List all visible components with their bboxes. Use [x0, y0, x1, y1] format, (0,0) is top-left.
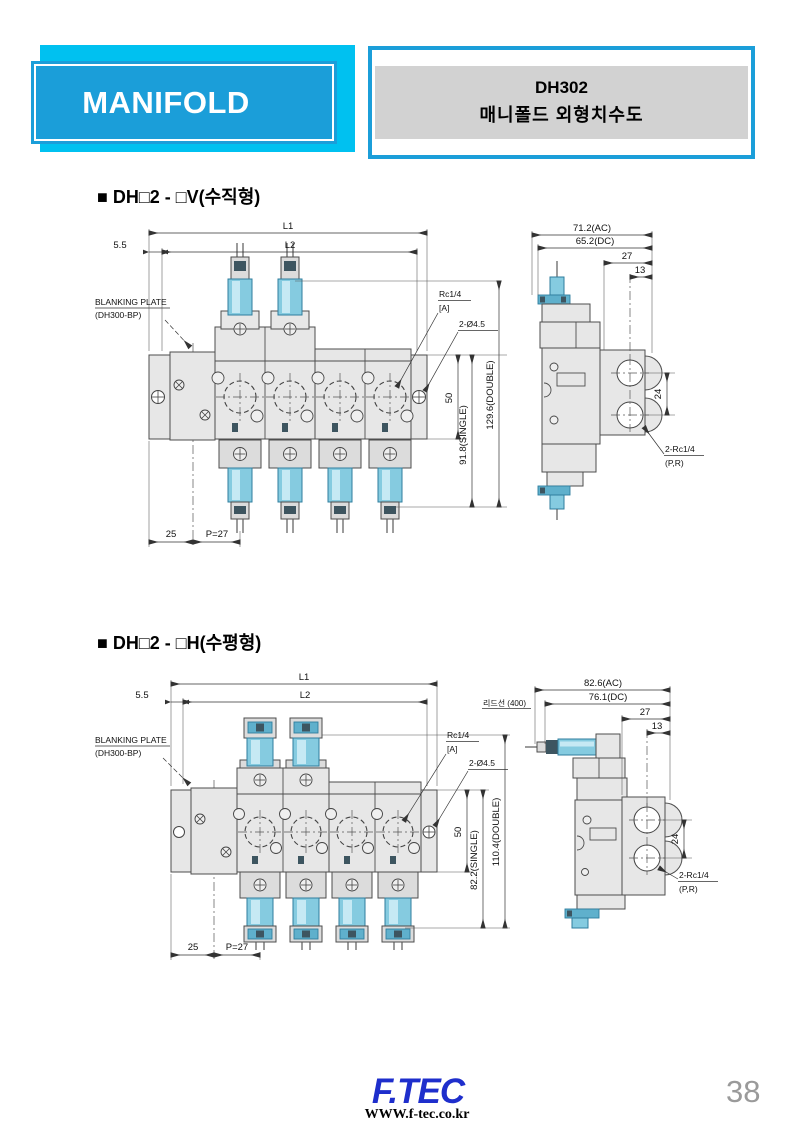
label-blanking-plate: BLANKING PLATE: [95, 735, 167, 745]
dim-l1: L1: [299, 672, 310, 683]
dim-pitch: P=27: [226, 942, 248, 953]
label-lead-wire: 리드선 (400): [483, 699, 526, 708]
dim-5-5: 5.5: [113, 240, 126, 251]
solenoid-valve: [268, 439, 312, 533]
model-number: DH302: [535, 78, 588, 97]
page-number: 38: [726, 1074, 761, 1109]
dim-25: 25: [166, 529, 177, 540]
h-front-station-ports: [233, 808, 420, 864]
dim-50: 50: [444, 393, 455, 404]
h-side-view-body: [525, 733, 683, 929]
company-website: WWW.f-tec.co.kr: [364, 1107, 470, 1122]
label-blanking-plate: BLANKING PLATE: [95, 297, 167, 307]
h-front-manifold-body: [170, 767, 438, 960]
model-subtitle: 매니폴드 외형치수도: [479, 105, 644, 125]
label-mount-holes: 2-Ø4.5: [459, 319, 485, 329]
solenoid-valve: [368, 439, 412, 533]
section-heading-vertical: ■ DH□2 - □V(수직형): [97, 187, 261, 207]
label-blanking-plate-model: (DH300-BP): [95, 748, 141, 758]
company-logo: F.TEC: [371, 1072, 465, 1111]
label-mount-holes: 2-Ø4.5: [469, 758, 495, 768]
model-band: DH302 매니폴드 외형치수도: [375, 66, 748, 139]
h-side-dimensions: 82.6(AC) 76.1(DC) 리드선 (400) 27 13 24 2-R…: [482, 678, 718, 894]
solenoid-valve: [285, 871, 327, 950]
dim-27: 27: [640, 707, 651, 718]
dim-double-height: 110.4(DOUBLE): [491, 798, 502, 866]
label-pr-ports: 2-Rc1/4: [665, 444, 695, 454]
label-pr-ports: 2-Rc1/4: [679, 870, 709, 880]
label-port-a-sub: [A]: [447, 744, 457, 754]
brand-box: MANIFOLD: [31, 61, 337, 144]
dim-width-dc: 76.1(DC): [589, 692, 628, 703]
dim-50: 50: [453, 827, 464, 838]
solenoid-valve: [377, 871, 419, 950]
solenoid-valve: [239, 871, 281, 950]
h-front-dimensions: L1 L2 5.5 110.4(DOUBLE) 50 82.2(SINGLE) …: [95, 672, 510, 960]
dim-l2: L2: [300, 690, 311, 701]
h-front-top-solenoid-valves: [239, 717, 327, 787]
v-side-view-body: [537, 261, 663, 520]
label-blanking-plate-model: (DH300-BP): [95, 310, 141, 320]
dim-25: 25: [188, 942, 199, 953]
drawing-vertical: L1 L2 5.5 129.6(DOUBLE) 50 91.8(SINGLE) …: [95, 221, 704, 547]
dim-13: 13: [635, 265, 646, 276]
solenoid-valve: [239, 717, 281, 787]
dim-pitch: P=27: [206, 529, 228, 540]
dim-single-height: 91.8(SINGLE): [458, 405, 469, 465]
v-front-bottom-solenoid-valves: [218, 439, 412, 533]
dim-5-5: 5.5: [135, 690, 148, 701]
dim-width-dc: 65.2(DC): [576, 236, 615, 247]
brand-title: MANIFOLD: [82, 84, 250, 120]
solenoid-valve: [318, 439, 362, 533]
dim-double-height: 129.6(DOUBLE): [485, 360, 496, 429]
v-front-station-ports: [211, 371, 414, 432]
dim-width-ac: 82.6(AC): [584, 678, 622, 689]
dim-width-ac: 71.2(AC): [573, 223, 611, 234]
v-front-top-solenoid-valves: [227, 243, 303, 336]
dim-27: 27: [622, 251, 633, 262]
dim-single-height: 82.2(SINGLE): [469, 830, 480, 890]
label-port-a: Rc1/4: [447, 730, 469, 740]
solenoid-valve: [218, 439, 262, 533]
drawing-horizontal: L1 L2 5.5 110.4(DOUBLE) 50 82.2(SINGLE) …: [95, 672, 718, 960]
dim-l1: L1: [283, 221, 294, 232]
section-heading-horizontal: ■ DH□2 - □H(수평형): [97, 633, 262, 653]
label-pr-ports-sub: (P,R): [665, 458, 684, 468]
model-box: DH302 매니폴드 외형치수도: [368, 46, 755, 159]
dim-port-pitch-24: 24: [653, 389, 664, 400]
dim-l2: L2: [285, 240, 296, 251]
dim-13: 13: [652, 721, 663, 732]
label-port-a: Rc1/4: [439, 289, 461, 299]
dim-port-pitch-24: 24: [670, 834, 681, 845]
label-pr-ports-sub: (P,R): [679, 884, 698, 894]
solenoid-valve: [331, 871, 373, 950]
v-side-dimensions: 71.2(AC) 65.2(DC) 27 13 24 2-Rc1/4 (P,R): [531, 223, 704, 468]
v-front-dimensions: L1 L2 5.5 129.6(DOUBLE) 50 91.8(SINGLE) …: [95, 221, 507, 547]
label-port-a-sub: [A]: [439, 303, 449, 313]
h-front-bottom-solenoid-valves: [239, 871, 419, 950]
solenoid-valve: [285, 717, 327, 787]
solenoid-valve: [227, 243, 253, 336]
